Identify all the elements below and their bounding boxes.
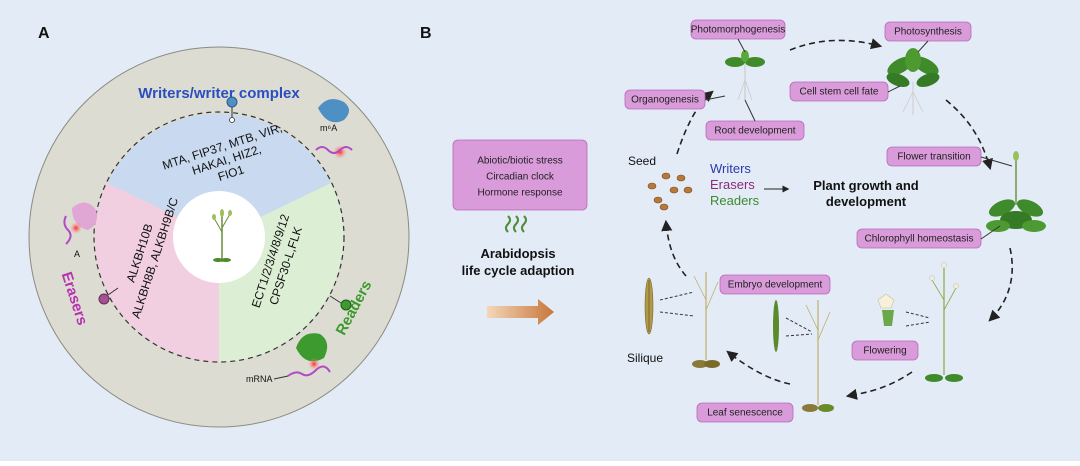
reader-protein-dot xyxy=(340,299,352,311)
svg-text:Leaf senescence: Leaf senescence xyxy=(707,408,783,419)
mrna-label: mRNA xyxy=(246,374,273,384)
stress-line-2: Circadian clock xyxy=(486,172,555,183)
stress-line-1: Abiotic/biotic stress xyxy=(477,156,563,167)
center-result-2: development xyxy=(826,194,907,209)
stage-root-development: Root development xyxy=(705,120,805,141)
svg-text:Flower transition: Flower transition xyxy=(897,152,970,163)
stage-photosynthesis: Photosynthesis xyxy=(884,21,972,42)
stage-flowering: Flowering xyxy=(851,340,919,361)
eraser-protein-dot xyxy=(98,293,110,305)
methylated-mrna-icon xyxy=(315,146,353,154)
reader-enzyme-icon xyxy=(296,333,328,362)
silique-label: Silique xyxy=(627,351,663,365)
panel-b-label: B xyxy=(420,25,432,42)
center-readers: Readers xyxy=(710,193,760,208)
seed-label: Seed xyxy=(628,154,656,168)
senescing-plant-icon xyxy=(802,300,834,412)
center-result-1: Plant growth and xyxy=(813,178,919,193)
m6a-circle-diagram: Writers/writer complex MTA, FIP37, MTB, … xyxy=(28,46,410,428)
life-cycle-arrows xyxy=(661,38,1013,400)
svg-text:Flowering: Flowering xyxy=(863,346,906,357)
eraser-mark-label: A xyxy=(74,249,80,259)
stage-flower-transition: Flower transition xyxy=(886,146,982,167)
rosette-plant-icon xyxy=(886,48,940,115)
stage-chlorophyll: Chlorophyll homeostasis xyxy=(856,228,982,249)
stage-leaf-senescence: Leaf senescence xyxy=(696,402,794,423)
silique-closeup-icon xyxy=(773,300,779,352)
center-erasers: Erasers xyxy=(710,177,755,192)
stage-embryo: Embryo development xyxy=(719,274,831,295)
adaption-title-2: life cycle adaption xyxy=(462,263,575,278)
wavy-signal-icon xyxy=(505,215,527,233)
svg-text:Root development: Root development xyxy=(714,126,795,137)
svg-text:Organogenesis: Organogenesis xyxy=(631,95,699,106)
panel-a-label: A xyxy=(38,25,50,42)
writers-sector xyxy=(107,113,331,237)
adaption-arrow xyxy=(487,299,554,325)
adaption-title-1: Arabidopsis xyxy=(480,246,555,261)
svg-text:Photosynthesis: Photosynthesis xyxy=(894,27,962,38)
bolting-plant-icon xyxy=(986,151,1046,232)
svg-text:Photomorphogenesis: Photomorphogenesis xyxy=(691,25,786,36)
svg-text:Cell stem cell fate: Cell stem cell fate xyxy=(800,87,879,98)
center-writers: Writers xyxy=(710,161,751,176)
m6a-mark-label: m⁶A xyxy=(320,123,337,133)
stage-organogenesis: Organogenesis xyxy=(624,89,706,110)
stress-box xyxy=(452,139,588,211)
stage-cell-fate: Cell stem cell fate xyxy=(789,81,889,102)
center-disc xyxy=(173,191,265,283)
flower-closeup-icon xyxy=(877,293,895,326)
leader-lines xyxy=(704,38,1013,240)
stress-line-3: Hormone response xyxy=(477,188,562,199)
svg-text:Embryo development: Embryo development xyxy=(728,280,823,291)
silique-icon xyxy=(644,277,654,335)
stage-photomorphogenesis: Photomorphogenesis xyxy=(690,19,786,40)
writer-enzyme-icon xyxy=(318,99,349,123)
dashed-boundary xyxy=(93,111,345,363)
arabidopsis-plant-icon xyxy=(212,209,232,262)
flowering-plant-icon xyxy=(925,262,963,382)
seedling-icon xyxy=(725,50,765,101)
svg-text:Chlorophyll homeostasis: Chlorophyll homeostasis xyxy=(865,234,974,245)
writer-protein-dot xyxy=(226,96,238,108)
writers-title: Writers/writer complex xyxy=(138,85,300,102)
dried-plant-icon xyxy=(692,272,720,368)
seeds-icon xyxy=(647,172,693,211)
demethylated-mrna-icon xyxy=(63,215,72,245)
